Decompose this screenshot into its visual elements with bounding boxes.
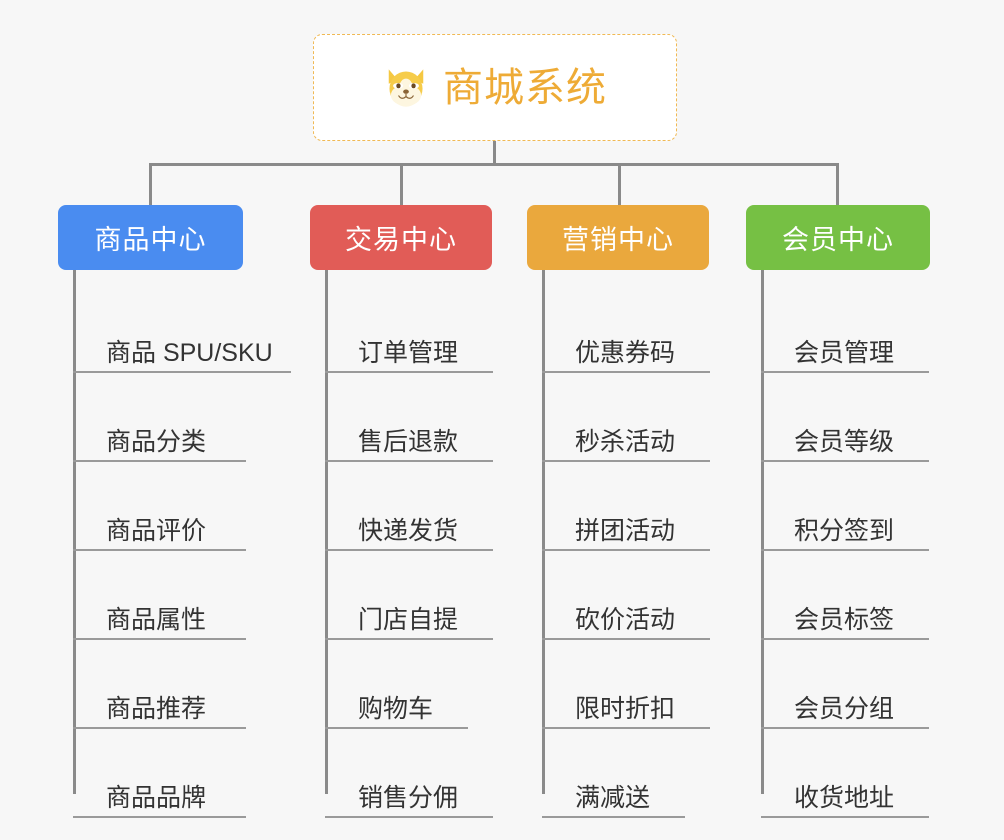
leaf-label: 商品推荐 <box>106 694 207 723</box>
branch-header-3[interactable]: 营销中心 <box>527 205 709 270</box>
leaf-label: 门店自提 <box>358 605 459 634</box>
leaf-item[interactable]: 收货地址 <box>761 729 929 818</box>
leaf-item[interactable]: 拼团活动 <box>542 462 710 551</box>
branch-header-label: 交易中心 <box>345 225 457 255</box>
branch-header-4[interactable]: 会员中心 <box>746 205 930 270</box>
leaf-label: 限时折扣 <box>575 694 676 723</box>
leaf-item[interactable]: 购物车 <box>325 640 468 729</box>
branch-spine-2 <box>325 270 328 794</box>
leaf-label: 会员管理 <box>794 338 895 367</box>
leaf-item[interactable]: 限时折扣 <box>542 640 710 729</box>
branch-spine-4 <box>761 270 764 794</box>
connector-drop-3 <box>618 163 621 207</box>
leaf-label: 秒杀活动 <box>575 427 676 456</box>
leaf-label: 拼团活动 <box>575 516 676 545</box>
leaf-label: 商品品牌 <box>106 783 207 812</box>
connector-drop-1 <box>149 163 152 207</box>
leaf-item[interactable]: 商品 SPU/SKU <box>73 284 291 373</box>
connector-root-stem <box>493 141 496 166</box>
leaf-item[interactable]: 会员分组 <box>761 640 929 729</box>
leaf-item[interactable]: 砍价活动 <box>542 551 710 640</box>
leaf-label: 会员分组 <box>794 694 895 723</box>
leaf-label: 砍价活动 <box>575 605 676 634</box>
leaf-item[interactable]: 商品分类 <box>73 373 246 462</box>
leaf-label: 积分签到 <box>794 516 895 545</box>
leaf-item[interactable]: 销售分佣 <box>325 729 493 818</box>
leaf-item[interactable]: 售后退款 <box>325 373 493 462</box>
leaf-item[interactable]: 会员管理 <box>761 284 929 373</box>
shiba-dog-face-icon <box>388 68 424 107</box>
branch-header-label: 会员中心 <box>782 225 894 255</box>
connector-drop-4 <box>836 163 839 207</box>
leaf-item[interactable]: 商品属性 <box>73 551 246 640</box>
leaf-item[interactable]: 商品推荐 <box>73 640 246 729</box>
leaf-label: 会员等级 <box>794 427 895 456</box>
leaf-label: 商品评价 <box>106 516 207 545</box>
leaf-label: 快递发货 <box>358 516 459 545</box>
leaf-label: 收货地址 <box>794 783 895 812</box>
leaf-label: 会员标签 <box>794 605 895 634</box>
branch-header-label: 商品中心 <box>94 225 207 255</box>
leaf-label: 满减送 <box>575 783 651 812</box>
connector-drop-2 <box>400 163 403 207</box>
leaf-item[interactable]: 优惠券码 <box>542 284 710 373</box>
leaf-item[interactable]: 秒杀活动 <box>542 373 710 462</box>
branch-header-label: 营销中心 <box>562 225 674 255</box>
leaf-label: 商品属性 <box>106 605 207 634</box>
root-node[interactable]: 商城系统 <box>313 34 677 141</box>
leaf-label: 销售分佣 <box>358 783 459 812</box>
root-title: 商城系统 <box>443 65 607 110</box>
leaf-item[interactable]: 商品品牌 <box>73 729 246 818</box>
leaf-item[interactable]: 会员标签 <box>761 551 929 640</box>
leaf-item[interactable]: 商品评价 <box>73 462 246 551</box>
leaf-label: 商品 SPU/SKU <box>106 338 273 367</box>
branch-header-2[interactable]: 交易中心 <box>310 205 492 270</box>
connector-horizontal-bus <box>149 163 839 166</box>
leaf-item[interactable]: 门店自提 <box>325 551 493 640</box>
branch-spine-1 <box>73 270 76 794</box>
leaf-item[interactable]: 会员等级 <box>761 373 929 462</box>
leaf-item[interactable]: 满减送 <box>542 729 685 818</box>
leaf-label: 优惠券码 <box>575 338 676 367</box>
leaf-label: 购物车 <box>358 694 434 723</box>
branch-header-1[interactable]: 商品中心 <box>58 205 243 270</box>
leaf-item[interactable]: 快递发货 <box>325 462 493 551</box>
branch-spine-3 <box>542 270 545 794</box>
leaf-item[interactable]: 积分签到 <box>761 462 929 551</box>
leaf-label: 订单管理 <box>358 338 459 367</box>
leaf-label: 售后退款 <box>358 427 459 456</box>
leaf-label: 商品分类 <box>106 427 207 456</box>
leaf-item[interactable]: 订单管理 <box>325 284 493 373</box>
